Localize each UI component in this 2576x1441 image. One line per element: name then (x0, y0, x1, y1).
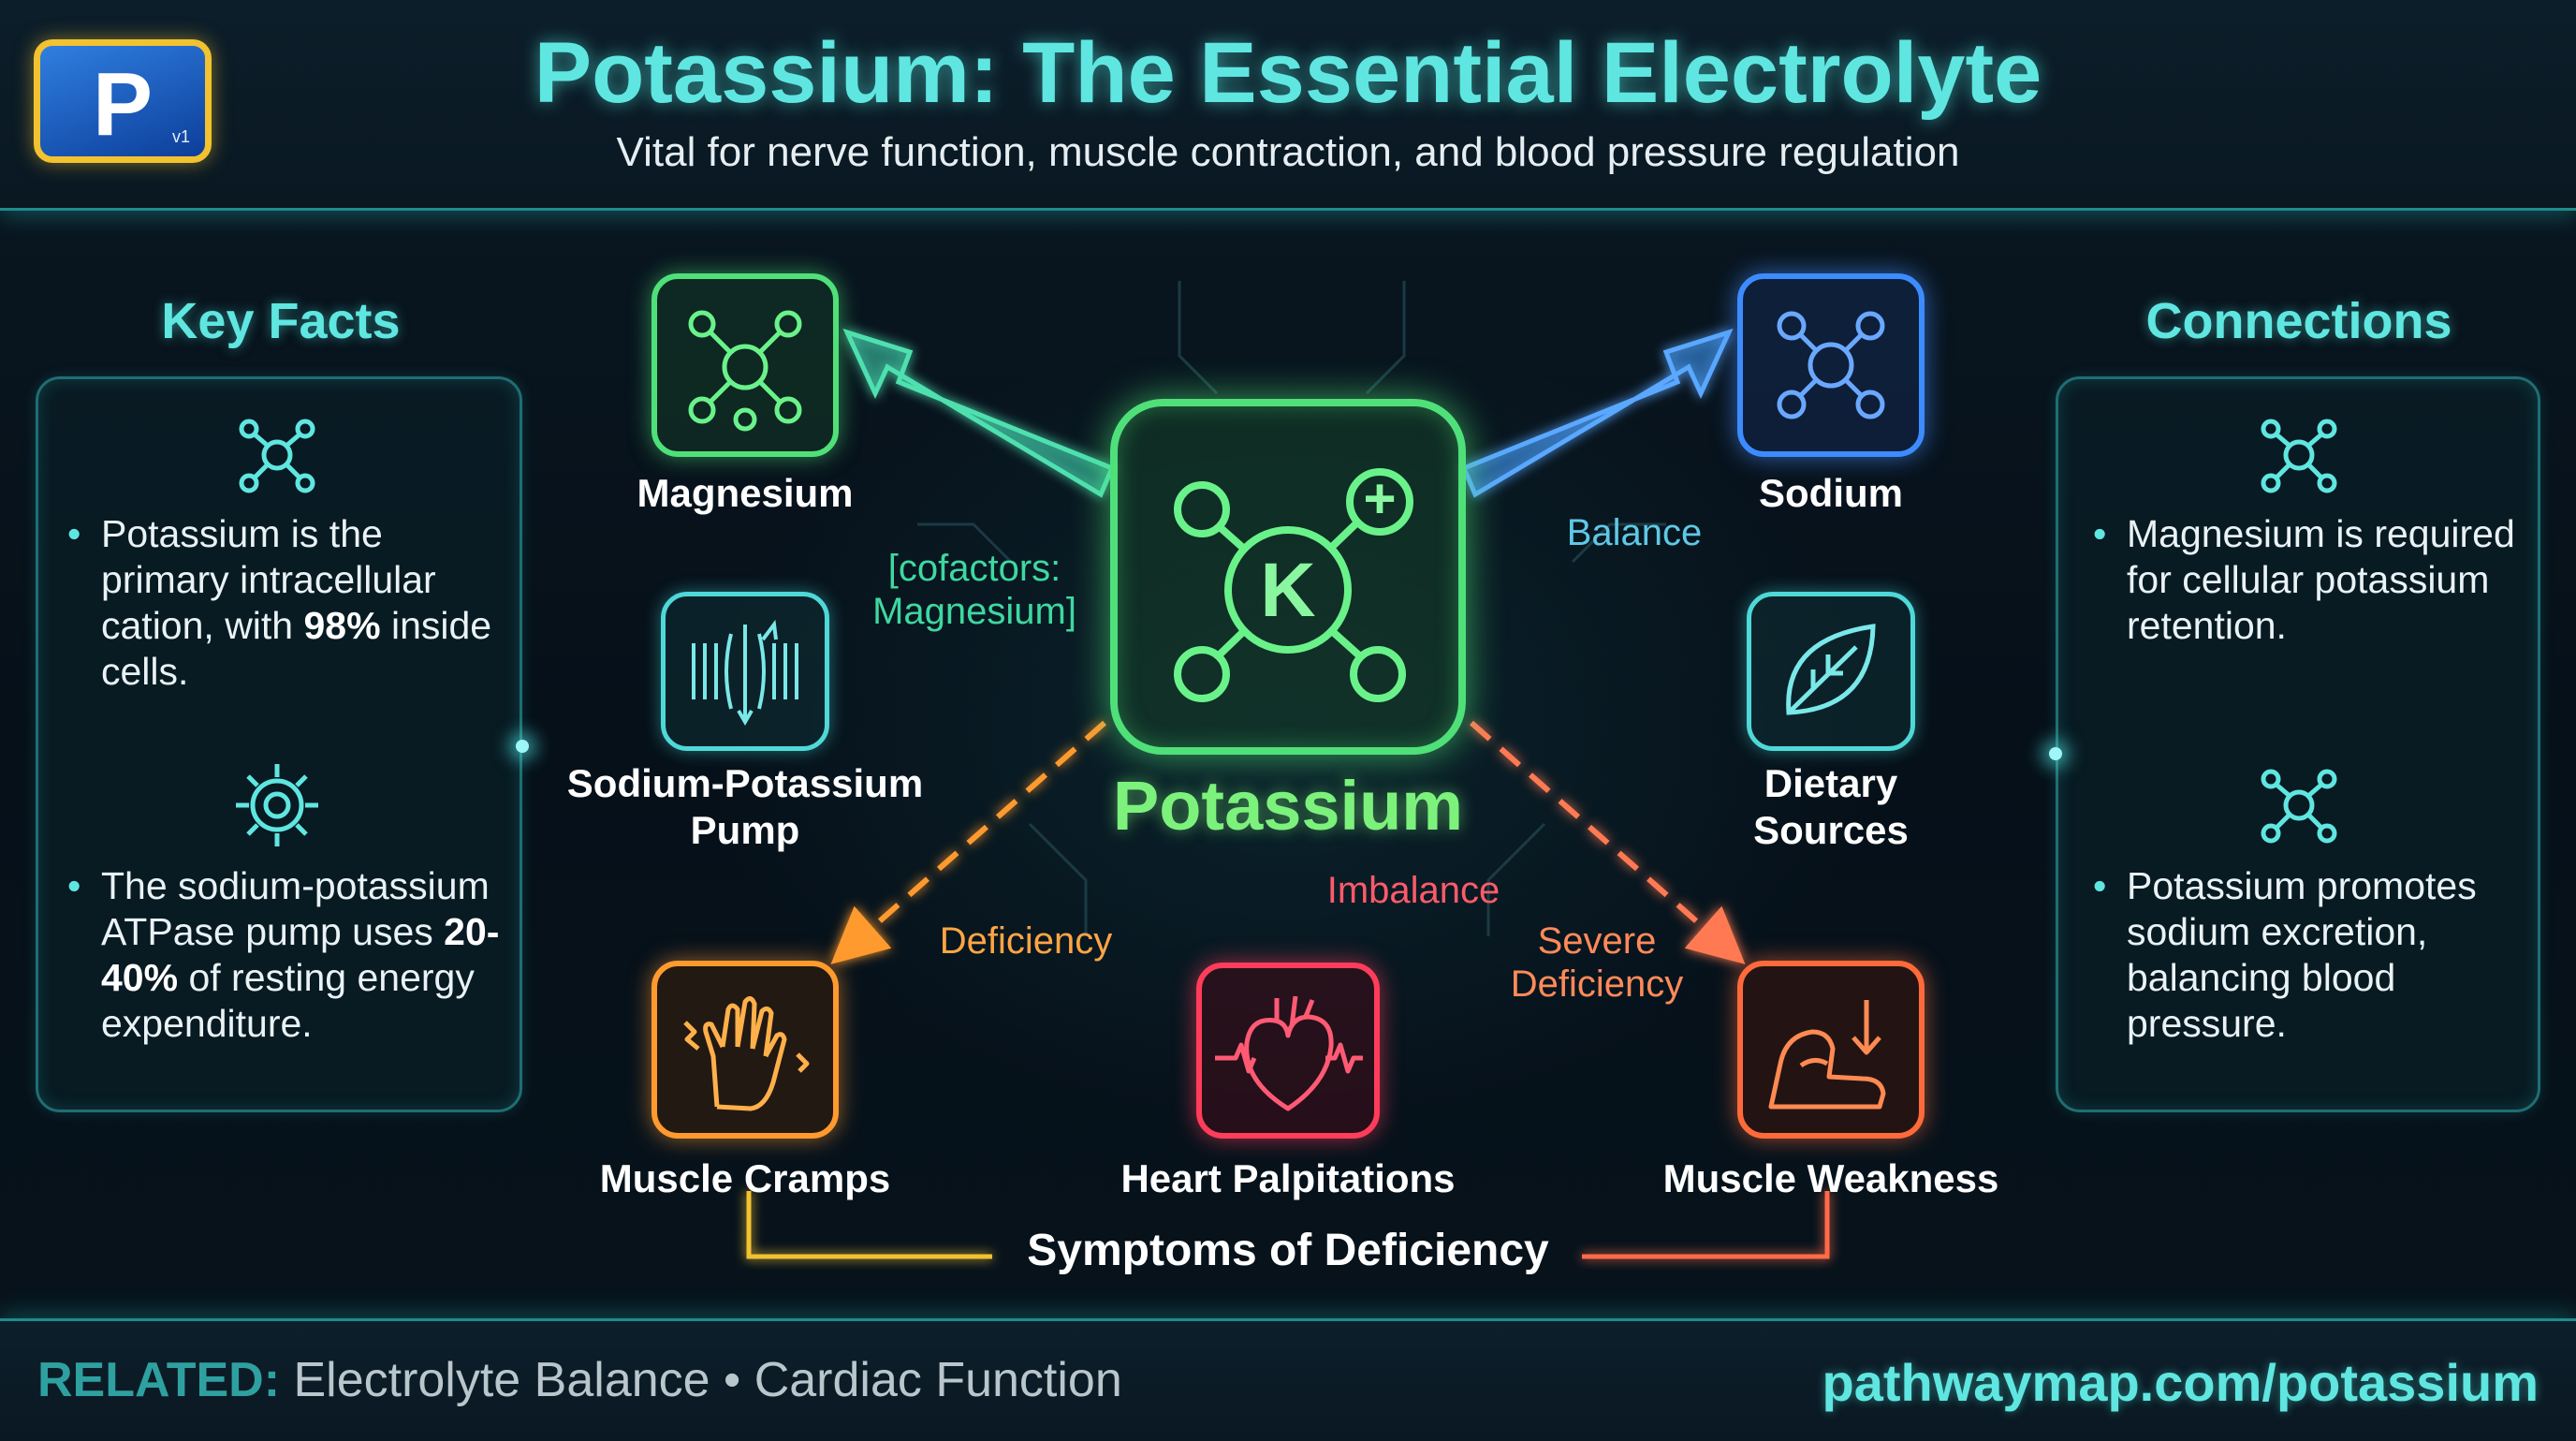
key-facts-title: Key Facts (161, 293, 401, 349)
potassium-label: Potassium (1112, 767, 1464, 845)
page-subtitle: Vital for nerve function, muscle contrac… (616, 129, 1960, 175)
deficiency-label: Deficiency (939, 920, 1113, 962)
palpitations-node[interactable] (1196, 963, 1380, 1139)
palpitations-label: Heart Palpitations (1120, 1156, 1456, 1200)
panel-glow-dot (2049, 747, 2062, 760)
connections-panel (2056, 376, 2540, 1112)
pump-node[interactable] (661, 592, 829, 751)
sodium-node[interactable] (1737, 273, 1925, 457)
magnesium-label: Magnesium (637, 471, 854, 515)
key-fact-2: •The sodium-potassium ATPase pump uses 2… (67, 864, 500, 1045)
imbalance-label: Imbalance (1326, 870, 1500, 911)
header-band (0, 0, 2576, 211)
cramps-node[interactable] (651, 961, 839, 1139)
sodium-label: Sodium (1759, 471, 1903, 515)
molecule-icon (2261, 769, 2337, 844)
potassium-node[interactable]: K + (1110, 399, 1466, 755)
weakness-node[interactable] (1737, 961, 1925, 1139)
key-fact-1: •Potassium is the primary intracellular … (67, 512, 492, 693)
symptoms-of-deficiency-label: Symptoms of Deficiency (1027, 1226, 1549, 1275)
page-title: Potassium: The Essential Electrolyte (534, 25, 2042, 121)
arrow-to-cramps (830, 720, 1106, 964)
panel-glow-dot (516, 740, 529, 753)
molecule-icon (2261, 419, 2337, 493)
cofactors-label: [cofactors:Magnesium] (872, 548, 1076, 632)
key-facts-panel (36, 376, 522, 1112)
footer-band (0, 1318, 2576, 1441)
connection-1: •Magnesium is required for cellular pota… (2093, 512, 2515, 647)
symptoms-bracket-left (746, 1191, 992, 1259)
molecule-icon (1777, 311, 1885, 419)
potassium-plus: + (1363, 467, 1397, 530)
circuit-traces (917, 281, 1666, 936)
footer-url-link[interactable]: pathwaymap.com/potassium (1822, 1353, 2539, 1412)
potassium-molecule-icon (1174, 468, 1413, 702)
app-logo[interactable]: P v1 (34, 39, 212, 163)
potassium-symbol: K (1260, 548, 1316, 633)
molecule-icon (688, 310, 802, 432)
membrane-pump-icon (692, 619, 798, 726)
cramping-hand-icon (683, 996, 810, 1111)
arrow-to-magnesium (842, 328, 1116, 498)
balance-label: Balance (1566, 512, 1703, 553)
symptoms-bracket-right (1582, 1191, 1830, 1259)
molecule-icon (239, 419, 315, 493)
arrow-to-sodium (1460, 328, 1734, 498)
weak-arm-icon (1768, 1000, 1886, 1110)
related-key: RELATED: (37, 1353, 281, 1407)
logo-letter: P (92, 54, 154, 154)
connections-title: Connections (2145, 293, 2452, 349)
arrow-to-weakness (1470, 720, 1746, 964)
weakness-label: Muscle Weakness (1662, 1156, 1999, 1200)
leaf-icon (1786, 624, 1876, 715)
dietary-node[interactable] (1747, 592, 1915, 751)
connection-2: •Potassium promotes sodium excretion, ba… (2093, 864, 2477, 1045)
logo-version: v1 (171, 127, 190, 146)
related-links[interactable]: Electrolyte Balance • Cardiac Function (293, 1353, 1122, 1407)
heart-icon (1215, 995, 1363, 1111)
magnesium-node[interactable] (651, 273, 839, 457)
cramps-label: Muscle Cramps (599, 1156, 891, 1200)
related-topics: RELATED: Electrolyte Balance • Cardiac F… (37, 1352, 1122, 1408)
gear-icon (236, 764, 318, 846)
